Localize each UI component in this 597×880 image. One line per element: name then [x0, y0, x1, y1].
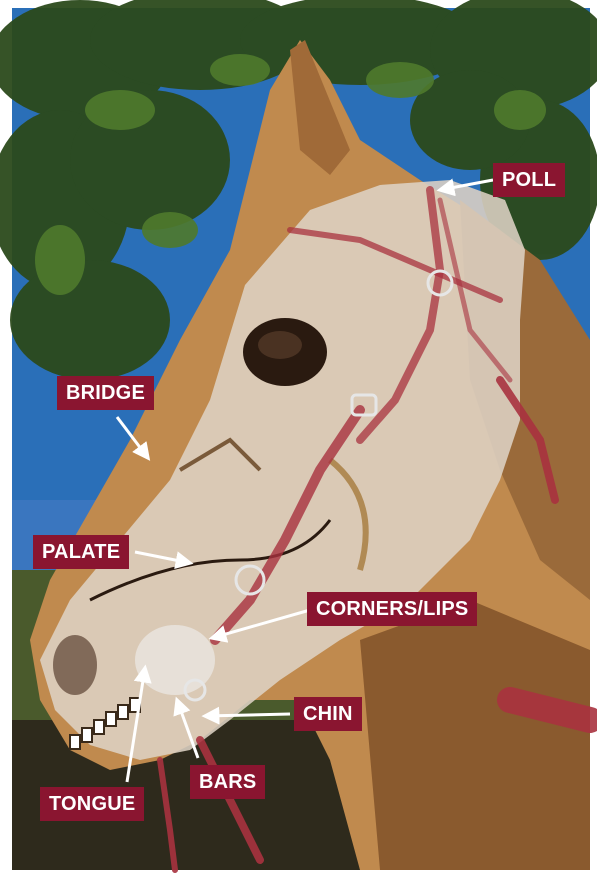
label-chin: CHIN	[294, 697, 362, 731]
label-corners-lips: CORNERS/LIPS	[307, 592, 477, 626]
label-tongue: TONGUE	[40, 787, 144, 821]
arrow-chin	[205, 714, 290, 716]
label-bridge: BRIDGE	[57, 376, 154, 410]
label-poll: POLL	[493, 163, 565, 197]
label-palate: PALATE	[33, 535, 129, 569]
label-bars: BARS	[190, 765, 265, 799]
